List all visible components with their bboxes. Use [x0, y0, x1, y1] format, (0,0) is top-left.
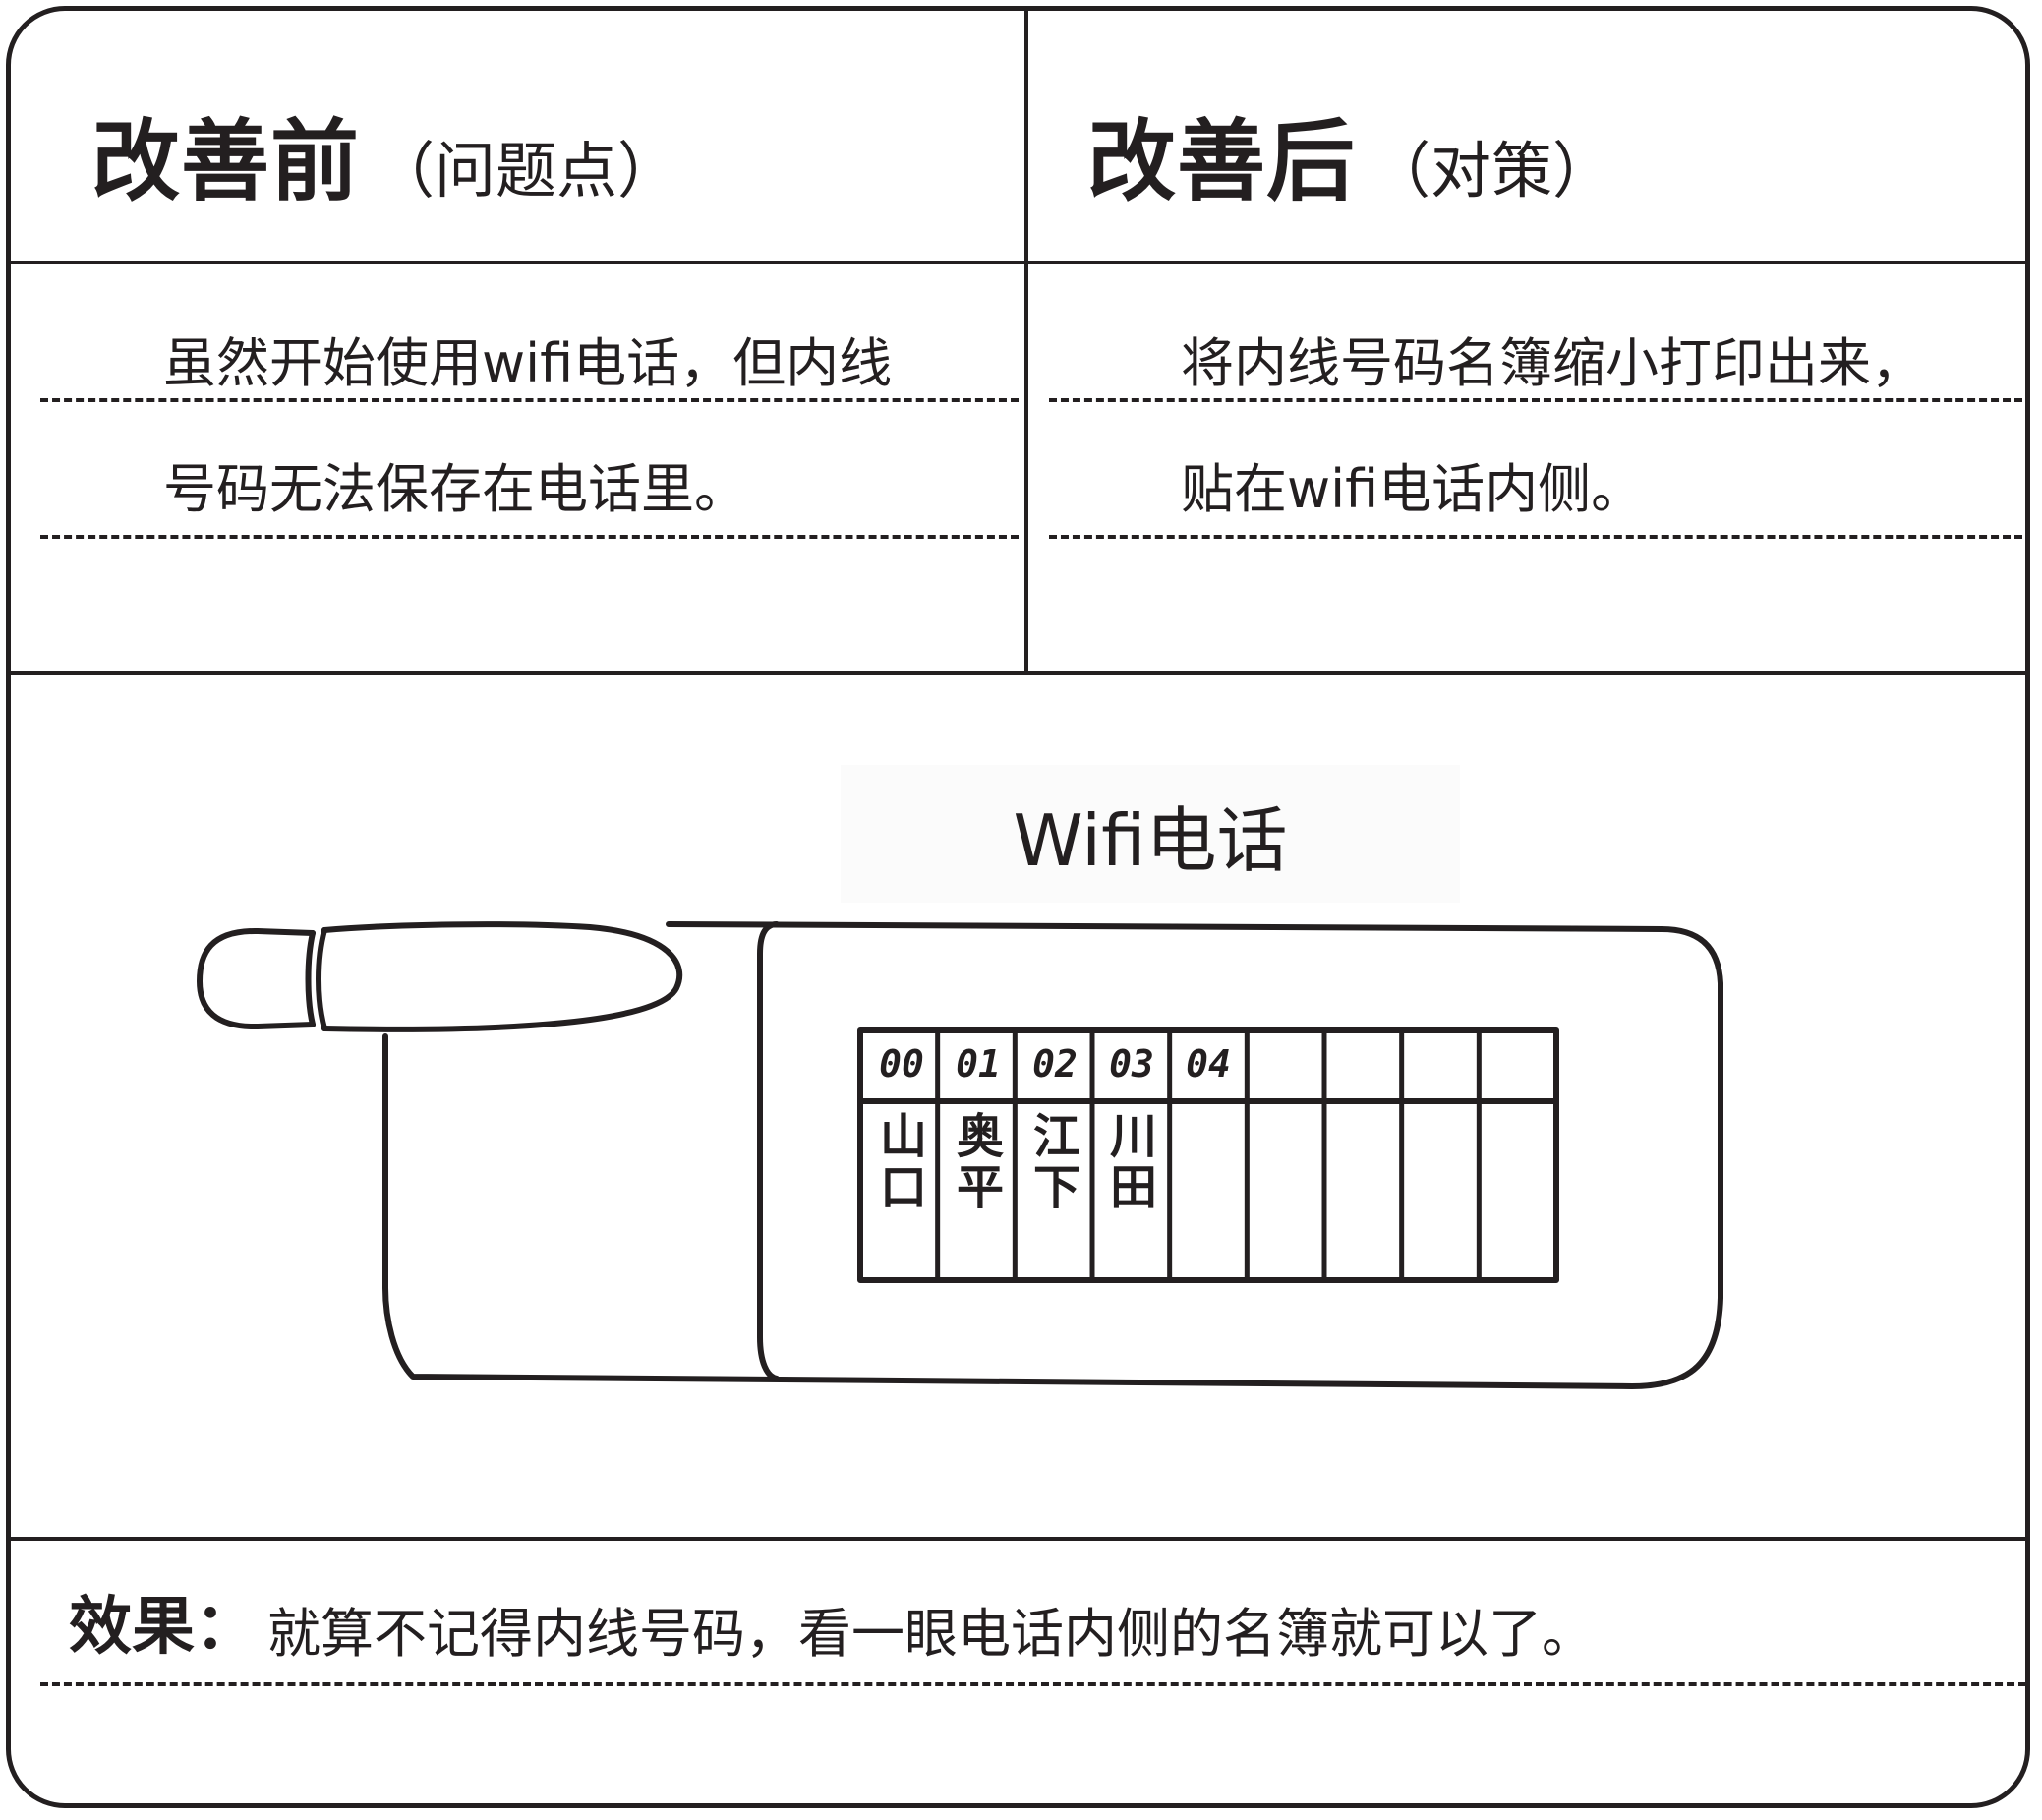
before-title-sub: （问题点） [374, 135, 679, 206]
after-line-1: 将内线号码名簿缩小打印出来， [1181, 332, 1924, 394]
column-divider [1024, 11, 1028, 675]
dir-name-1: 奥平 [948, 1111, 1003, 1213]
comparison-card: 改善前 （问题点） 改善后 （对策） 虽然开始使用wifi电话，但内线 号码无法… [6, 6, 2030, 1808]
dir-number-00: 00 [879, 1042, 924, 1086]
dir-name-2: 江下 [1024, 1111, 1079, 1213]
directory-table [857, 1027, 1559, 1283]
effect-label: 效果： [69, 1591, 258, 1664]
dir-number-03: 03 [1109, 1042, 1154, 1086]
dir-name-3: 川田 [1101, 1111, 1156, 1213]
effect-text: 就算不记得内线号码，看一眼电话内侧的名簿就可以了。 [267, 1603, 1595, 1665]
antenna-tip [197, 927, 316, 1030]
after-title-main: 改善后 [1087, 110, 1356, 213]
effect-rule [40, 1682, 2025, 1686]
dir-number-02: 02 [1032, 1042, 1078, 1086]
effect-divider [11, 1537, 2025, 1541]
after-rule-1 [1049, 398, 2022, 402]
dir-name-0: 山口 [871, 1111, 926, 1213]
after-line-2: 贴在wifi电话内侧。 [1181, 458, 1645, 520]
phone-divider [757, 921, 780, 1381]
after-title-sub: （对策） [1370, 135, 1614, 206]
before-rule-2 [40, 535, 1019, 539]
header-divider [11, 261, 2025, 264]
dir-number-04: 04 [1186, 1042, 1231, 1086]
antenna-body [321, 921, 683, 1032]
before-line-1: 虽然开始使用wifi电话，但内线 [163, 332, 893, 394]
before-title-main: 改善前 [91, 110, 360, 213]
after-title: 改善后 （对策） [1087, 89, 1613, 217]
phone-caption-box: Wifi电话 [841, 765, 1460, 903]
before-rule-1 [40, 398, 1019, 402]
phone-body [382, 921, 1723, 1389]
before-title: 改善前 （问题点） [91, 89, 678, 217]
section-divider [11, 671, 2025, 675]
antenna-collar [305, 927, 327, 1031]
dir-number-01: 01 [956, 1042, 1001, 1086]
after-rule-2 [1049, 535, 2022, 539]
before-line-2: 号码无法保存在电话里。 [163, 458, 747, 520]
phone-caption: Wifi电话 [1013, 798, 1288, 882]
